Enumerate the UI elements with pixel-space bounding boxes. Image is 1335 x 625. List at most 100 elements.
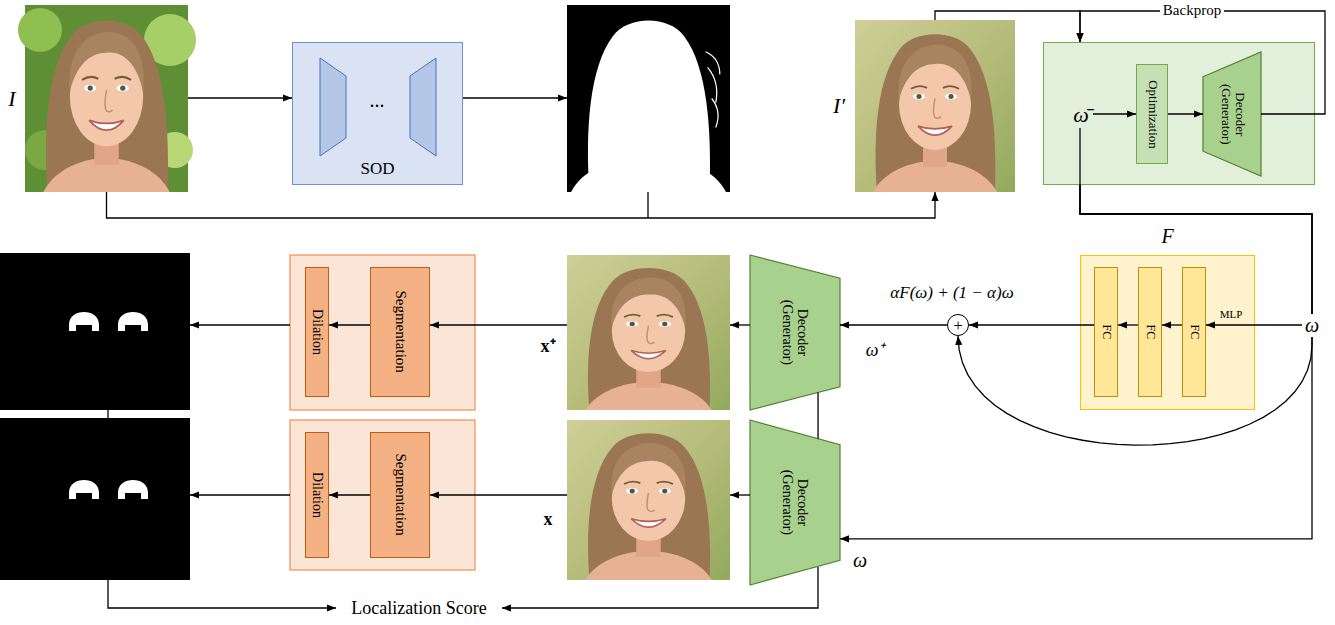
label-slot: ω⁺ — [860, 338, 890, 362]
ellipsis-mark: ... — [370, 89, 385, 112]
node-label: x — [544, 509, 553, 530]
refined-image: I′ — [855, 20, 1015, 192]
trapezoid-shape — [1203, 52, 1261, 176]
text-slot: MLP — [1209, 306, 1253, 322]
node-label: Dilation — [309, 472, 325, 518]
text-slot: F — [1081, 224, 1254, 248]
wire — [1079, 128, 1080, 185]
static-wires — [108, 98, 1136, 608]
text-slot: Optimization — [1137, 65, 1167, 163]
edge-label: αF(ω) + (1 − α)ω — [890, 283, 1013, 303]
decoder-trapezoid: Decoder (Generator) — [1203, 52, 1261, 176]
connector-arrow — [329, 494, 370, 495]
wire — [647, 192, 648, 218]
sod-network: SOD — [292, 42, 463, 185]
node-label: Decoder (Generator) — [780, 461, 811, 545]
connector-arrow — [430, 494, 567, 495]
connector-arrow — [1162, 324, 1182, 325]
connector-arrow — [1168, 113, 1203, 114]
trapezoid-shape — [750, 255, 840, 410]
connector-arrow — [1080, 185, 1312, 325]
connector-arrow — [958, 185, 1312, 445]
fc-layer: FC — [1094, 267, 1118, 397]
node-label: Decoder (Generator) — [1218, 84, 1247, 145]
connector-arrow — [840, 185, 1312, 539]
wire — [108, 580, 336, 608]
wire — [502, 567, 818, 608]
edge-label: Backprop — [1160, 2, 1224, 19]
inversion-panel: ω̄ Optimization Decoder (Generator) — [1043, 42, 1315, 185]
wire — [107, 410, 108, 418]
text-slot: FC — [1095, 268, 1117, 396]
connector-arrow — [840, 324, 947, 325]
node-label: Segmentation — [391, 291, 408, 374]
dilation-box: Dilation — [305, 432, 329, 558]
dilation-box: Dilation — [305, 267, 329, 397]
connector-arrow — [1080, 11, 1325, 114]
connector-arrow — [817, 392, 818, 438]
node-label: Dilation — [309, 309, 325, 355]
edited-image: x⁺ — [567, 255, 730, 410]
optimization-box: Optimization — [1136, 64, 1168, 164]
node-label: Segmentation — [391, 454, 408, 537]
connector-arrow — [107, 192, 936, 218]
text-slot: Dilation — [306, 268, 328, 396]
decoder-trapezoid: Decoder (Generator) — [750, 255, 840, 410]
latent-label: ω⁺ — [866, 340, 885, 361]
fc-layer: FC — [1138, 267, 1162, 397]
wire — [190, 324, 290, 325]
text-slot: I′ — [827, 20, 851, 192]
node-label: + — [953, 317, 963, 334]
connector-arrow — [329, 324, 370, 325]
text-slot: Decoder (Generator) — [1203, 52, 1261, 176]
connector-arrow — [1118, 324, 1138, 325]
node-label: ω̄ — [1073, 102, 1089, 127]
connector-arrow — [188, 97, 292, 98]
node-label: FC — [1143, 325, 1157, 340]
text-slot: Segmentation — [371, 268, 429, 396]
connector-arrow — [430, 324, 567, 325]
decoder-trapezoid: Decoder (Generator) — [750, 420, 840, 585]
label-slot: ... — [352, 88, 402, 112]
wire — [1093, 113, 1136, 114]
node-label: Decoder (Generator) — [780, 291, 811, 375]
text-slot: x — [533, 508, 563, 530]
connector-arrow — [935, 11, 1080, 42]
text-slot: + — [948, 315, 968, 335]
connector-arrow — [730, 494, 750, 495]
edge-label: ω — [1302, 314, 1322, 337]
connector-arrow — [969, 324, 1094, 325]
text-slot: Segmentation — [371, 433, 429, 557]
text-slot: I — [3, 5, 21, 192]
text-slot: ω̄ — [1069, 101, 1093, 129]
mapping-network: FMLPFCFCFC — [1080, 255, 1255, 410]
text-slot: FC — [1183, 268, 1205, 396]
segmentation-box: Segmentation — [370, 432, 430, 558]
connector-arrow — [730, 324, 750, 325]
node-label: Optimization — [1145, 80, 1160, 149]
text-slot: FC — [1139, 268, 1161, 396]
edge-label-slot: Backprop — [1092, 0, 1292, 23]
wire — [190, 494, 290, 495]
node-label: SOD — [360, 159, 394, 179]
trapezoid-shape — [750, 420, 840, 585]
node-label: FC — [1187, 325, 1201, 340]
text-slot: Decoder (Generator) — [750, 420, 840, 585]
edge-label-slot: αF(ω) + (1 − α)ω — [852, 281, 1052, 305]
node-label: F — [1161, 225, 1173, 248]
node-label: I — [8, 86, 15, 111]
node-label: x⁺ — [541, 336, 556, 357]
edge-group — [107, 11, 1326, 539]
label-slot: Localization Score — [336, 596, 502, 620]
text-slot: SOD — [293, 156, 462, 182]
wire — [463, 97, 567, 98]
node-label: FC — [1099, 325, 1113, 340]
label-slot: ω — [848, 548, 872, 572]
original-image: x — [567, 420, 730, 580]
latent-label: ω — [853, 549, 867, 572]
segmentation-box: Segmentation — [370, 267, 430, 397]
node-label: MLP — [1220, 308, 1243, 321]
score-label: Localization Score — [351, 598, 486, 619]
